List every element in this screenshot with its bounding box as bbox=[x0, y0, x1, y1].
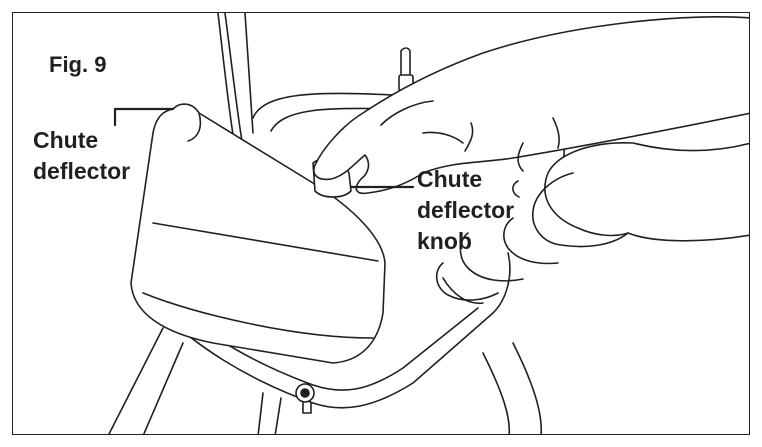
operator-hands bbox=[313, 15, 749, 301]
chute-deflector-label: Chute deflector bbox=[33, 127, 131, 184]
figure-title: Fig. 9 bbox=[49, 52, 107, 77]
leader-lines bbox=[113, 107, 415, 189]
bolt-icon bbox=[295, 383, 315, 414]
chute-deflector-leader bbox=[113, 107, 175, 127]
chute-deflector-illustration bbox=[108, 13, 749, 434]
chute-deflector-knob-label: Chute deflector knob bbox=[417, 166, 515, 254]
chute-deflector bbox=[130, 103, 386, 364]
figure-frame: Fig. 9 Chute deflector Chute deflector k… bbox=[12, 12, 750, 435]
